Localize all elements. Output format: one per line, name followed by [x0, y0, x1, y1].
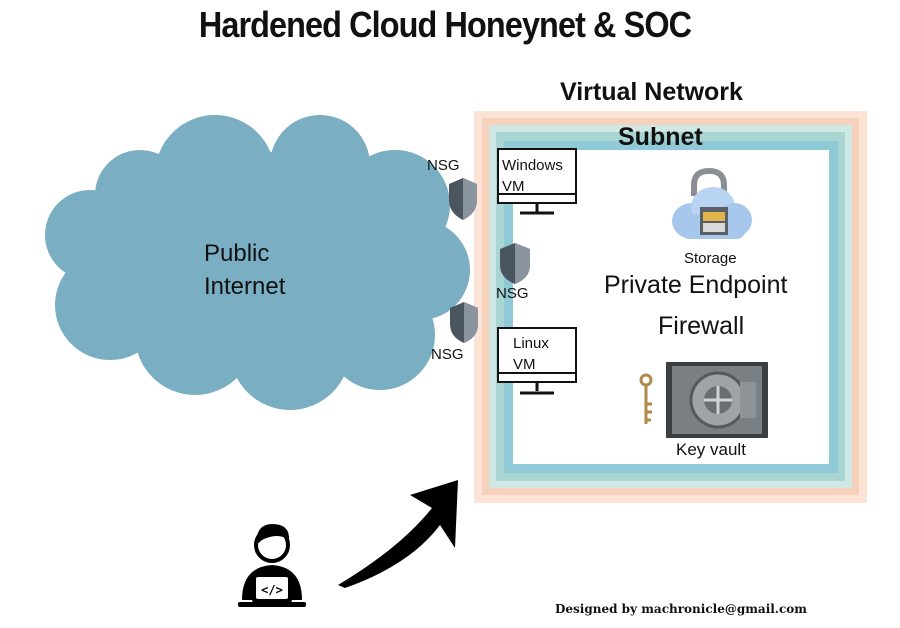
storage-label: Storage — [684, 250, 737, 267]
firewall-label: Firewall — [658, 312, 745, 340]
storage-lock-icon — [672, 167, 752, 239]
nsg-label: NSG — [496, 285, 529, 302]
access-arrow — [338, 480, 458, 588]
public-internet-line2: Internet — [204, 273, 286, 300]
linux-vm-line2: VM — [513, 356, 536, 373]
linux-vm-label: Linux VM — [513, 333, 549, 375]
monitor-icon — [497, 148, 577, 215]
key-icon — [639, 373, 653, 424]
windows-vm-label: Windows VM — [502, 155, 563, 197]
windows-vm-line1: Windows — [502, 157, 563, 174]
shield-icon — [449, 178, 477, 220]
public-internet-cloud — [45, 115, 470, 410]
nsg-label: NSG — [431, 346, 464, 363]
subnet-label: Subnet — [618, 123, 703, 151]
public-internet-line1: Public — [204, 240, 270, 267]
svg-text:</>: </> — [261, 583, 283, 597]
key-vault-label: Key vault — [676, 440, 746, 459]
linux-vm-line1: Linux — [513, 335, 549, 352]
windows-vm-line2: VM — [502, 178, 525, 195]
vault-icon — [666, 362, 768, 438]
designer-credit: Designed by machronicle@gmail.com — [555, 602, 807, 616]
user-icon: </> — [238, 524, 306, 607]
shield-icon — [450, 302, 478, 343]
virtual-network-label: Virtual Network — [560, 78, 743, 106]
shield-icon — [500, 243, 530, 284]
monitor-icon — [497, 327, 577, 395]
public-internet-label: Public Internet — [204, 237, 285, 303]
diagram-title: Hardened Cloud Honeynet & SOC — [198, 4, 692, 45]
private-endpoint-label: Private Endpoint — [604, 271, 788, 299]
nsg-label: NSG — [427, 157, 460, 174]
